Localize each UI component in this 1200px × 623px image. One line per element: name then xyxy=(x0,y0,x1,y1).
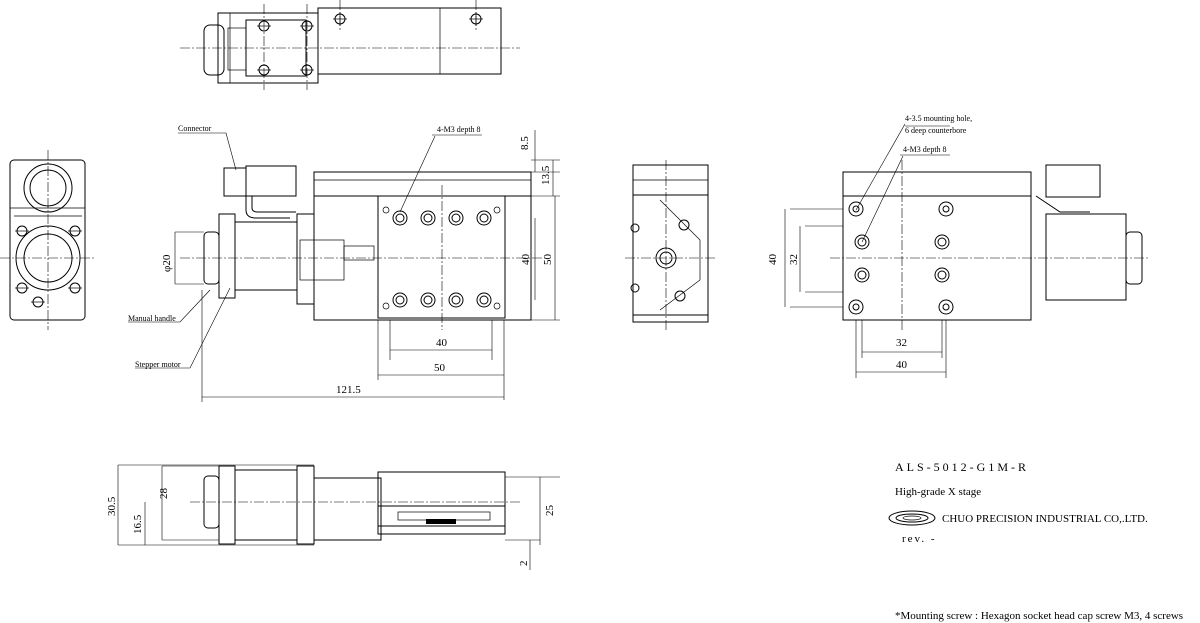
end-view xyxy=(625,160,716,330)
dim-13-5: 13.5 xyxy=(540,165,552,185)
rear-view xyxy=(784,123,1150,378)
manual-handle-callout: Manual handle xyxy=(128,314,176,323)
dim-40-right-horizontal: 40 xyxy=(896,359,908,371)
model-number: ALS-5012-G1M-R xyxy=(895,460,1029,474)
dim-28: 28 xyxy=(158,488,170,500)
dim-phi-20: φ20 xyxy=(161,254,173,272)
dim-32-right-vertical: 32 xyxy=(788,254,800,265)
dim-25: 25 xyxy=(544,505,556,517)
bottom-view xyxy=(117,464,560,570)
company-logo xyxy=(888,510,936,526)
top-view xyxy=(180,0,520,90)
dim-121-5: 121.5 xyxy=(336,384,361,396)
dim-8-5: 8.5 xyxy=(519,136,531,150)
mounting-hole-callout-line1: 4-3.5 mounting hole, xyxy=(905,114,972,123)
dim-40-vertical: 40 xyxy=(520,254,532,266)
left-side-view xyxy=(0,150,95,330)
dim-32-right-horizontal: 32 xyxy=(896,337,907,349)
stepper-motor-callout: Stepper motor xyxy=(135,360,181,369)
dim-40-right-vertical: 40 xyxy=(767,254,779,266)
dim-50-horizontal: 50 xyxy=(434,362,446,374)
dim-2: 2 xyxy=(518,561,530,567)
revision: rev. - xyxy=(902,533,937,545)
dim-50-vertical: 50 xyxy=(542,254,554,266)
m3-depth-rear-callout: 4-M3 depth 8 xyxy=(903,145,947,154)
mounting-hole-callout-line2: 6 deep counterbore xyxy=(905,126,967,135)
mounting-screw-footnote: *Mounting screw : Hexagon socket head ca… xyxy=(895,610,1183,622)
company-name: CHUO PRECISION INDUSTRIAL CO,.LTD. xyxy=(942,513,1148,525)
dim-40-horizontal: 40 xyxy=(436,337,448,349)
dim-16-5: 16.5 xyxy=(132,514,144,534)
front-view xyxy=(128,130,560,402)
product-description: High-grade X stage xyxy=(895,486,981,498)
dim-30-5: 30.5 xyxy=(106,496,118,516)
m3-depth-front-callout: 4-M3 depth 8 xyxy=(437,125,481,134)
connector-callout: Connector xyxy=(178,124,212,133)
